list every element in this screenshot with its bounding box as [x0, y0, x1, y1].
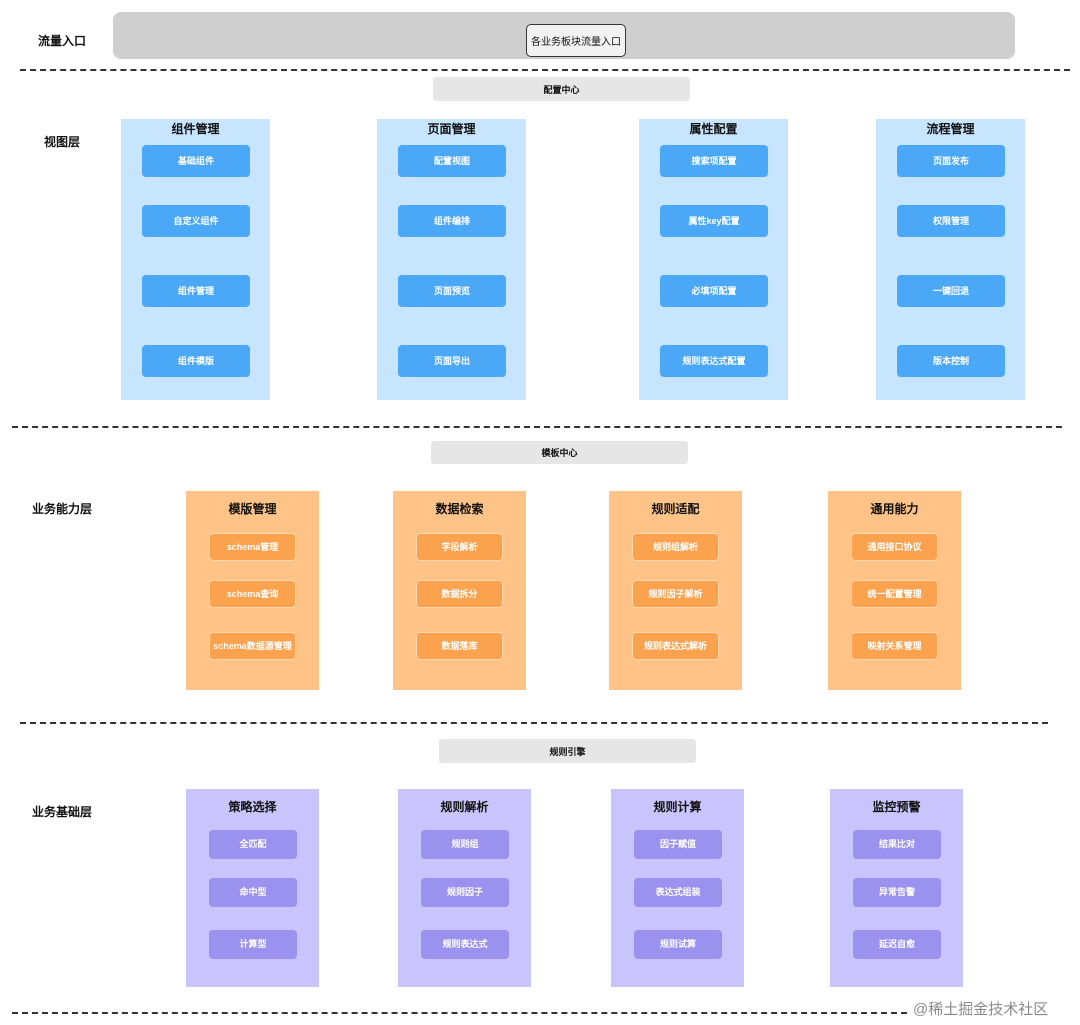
business-module-chip[interactable]: 字段解析 [416, 533, 503, 561]
base-module-chip[interactable]: 规则组 [421, 830, 509, 859]
base-column-title: 策略选择 [228, 800, 277, 814]
view-column-title: 流程管理 [926, 122, 975, 136]
view-module-chip[interactable]: 页面导出 [398, 345, 506, 377]
view-module-chip[interactable]: 权限管理 [897, 205, 1005, 237]
view-column-title: 页面管理 [427, 122, 476, 136]
divider-3 [20, 722, 1048, 724]
view-module-chip[interactable]: 页面预览 [398, 275, 506, 307]
view-module-chip[interactable]: 配置视图 [398, 145, 506, 177]
base-module-chip[interactable]: 异常告警 [853, 878, 941, 907]
divider-1 [20, 69, 1070, 71]
business-module-chip[interactable]: schema管理 [209, 533, 296, 561]
business-module-chip[interactable]: 统一配置管理 [851, 580, 938, 608]
base-module-chip[interactable]: 规则因子 [421, 878, 509, 907]
watermark: @稀土掘金技术社区 [913, 1001, 1049, 1018]
rule-engine-bar: 规则引擎 [439, 739, 696, 763]
view-module-chip[interactable]: 属性key配置 [660, 205, 768, 237]
business-module-chip[interactable]: 映射关系管理 [851, 632, 938, 660]
base-module-chip[interactable]: 全匹配 [209, 830, 297, 859]
business-module-chip[interactable]: 通用接口协议 [851, 533, 938, 561]
view-module-chip[interactable]: 搜索项配置 [660, 145, 768, 177]
view-module-chip[interactable]: 规则表达式配置 [660, 345, 768, 377]
view-module-chip[interactable]: 页面发布 [897, 145, 1005, 177]
view-module-chip[interactable]: 一键回退 [897, 275, 1005, 307]
business-module-chip[interactable]: 规则组解析 [632, 533, 719, 561]
view-column-2: 页面管理配置视图组件编排页面预览页面导出 [377, 119, 526, 400]
base-module-chip[interactable]: 延迟自愈 [853, 930, 941, 959]
base-module-chip[interactable]: 规则表达式 [421, 930, 509, 959]
base-column-title: 规则解析 [440, 800, 489, 814]
layer-label-business: 业务能力层 [32, 502, 93, 516]
base-module-chip[interactable]: 结果比对 [853, 830, 941, 859]
layer-label-base: 业务基础层 [32, 805, 93, 819]
view-column-3: 属性配置搜索项配置属性key配置必填项配置规则表达式配置 [639, 119, 788, 400]
template-center-bar: 模板中心 [431, 441, 688, 464]
view-column-title: 属性配置 [689, 122, 738, 136]
view-module-chip[interactable]: 自定义组件 [142, 205, 250, 237]
divider-2 [12, 426, 1062, 428]
business-module-chip[interactable]: 数据落库 [416, 632, 503, 660]
view-column-4: 流程管理页面发布权限管理一键回退版本控制 [876, 119, 1025, 400]
config-center-bar: 配置中心 [433, 77, 690, 101]
business-column-1: 模版管理 schema管理 schema查询 schema数据源管理 [186, 491, 319, 690]
business-module-chip[interactable]: 规则表达式解析 [632, 632, 719, 660]
base-column-2: 规则解析规则组规则因子规则表达式 [398, 789, 531, 987]
business-module-chip[interactable]: schema数据源管理 [209, 632, 296, 660]
base-column-1: 策略选择全匹配命中型计算型 [186, 789, 319, 987]
base-module-chip[interactable]: 表达式组装 [634, 878, 722, 907]
view-module-chip[interactable]: 版本控制 [897, 345, 1005, 377]
business-column-title: 通用能力 [870, 502, 919, 516]
base-module-chip[interactable]: 因子赋值 [634, 830, 722, 859]
base-column-title: 规则计算 [653, 800, 702, 814]
business-module-chip[interactable]: schema查询 [209, 580, 296, 608]
view-column-title: 组件管理 [171, 122, 220, 136]
business-column-3: 规则适配规则组解析规则因子解析规则表达式解析 [609, 491, 742, 690]
business-column-2: 数据检索字段解析数据拆分数据落库 [393, 491, 526, 690]
base-column-3: 规则计算因子赋值表达式组装规则试算 [611, 789, 744, 987]
business-column-4: 通用能力通用接口协议统一配置管理映射关系管理 [828, 491, 961, 690]
view-module-chip[interactable]: 组件编排 [398, 205, 506, 237]
base-column-4: 监控预警结果比对异常告警延迟自愈 [830, 789, 963, 987]
view-column-1: 组件管理基础组件自定义组件组件管理组件模版 [121, 119, 270, 400]
business-column-title: 规则适配 [651, 502, 700, 516]
business-module-chip[interactable]: 规则因子解析 [632, 580, 719, 608]
business-module-chip[interactable]: 数据拆分 [416, 580, 503, 608]
view-module-chip[interactable]: 基础组件 [142, 145, 250, 177]
divider-4 [12, 1012, 907, 1014]
view-module-chip[interactable]: 组件管理 [142, 275, 250, 307]
layer-label-traffic: 流量入口 [38, 34, 87, 48]
business-column-title: 数据检索 [435, 502, 484, 516]
view-module-chip[interactable]: 组件模版 [142, 345, 250, 377]
business-column-title: 模版管理 [228, 502, 277, 516]
base-module-chip[interactable]: 命中型 [209, 878, 297, 907]
base-column-title: 监控预警 [872, 800, 921, 814]
base-module-chip[interactable]: 计算型 [209, 930, 297, 959]
layer-label-view: 视图层 [44, 135, 81, 149]
base-module-chip[interactable]: 规则试算 [634, 930, 722, 959]
traffic-entry-box[interactable]: 各业务板块流量入口 [526, 24, 626, 57]
view-module-chip[interactable]: 必填项配置 [660, 275, 768, 307]
